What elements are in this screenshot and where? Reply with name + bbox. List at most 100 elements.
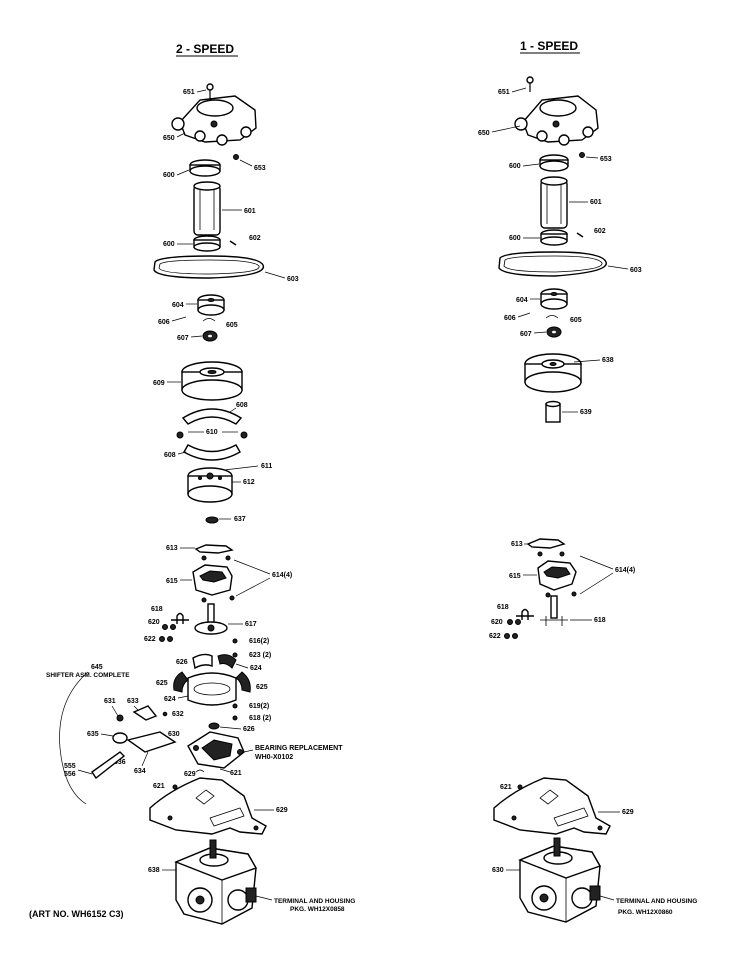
part-610-pin-left [176,431,184,439]
label-629-clip: 629 [184,771,196,778]
part-651-screw-r [526,76,534,92]
label-611: 611 [261,463,272,470]
label-624-top: 624 [250,665,262,672]
label-600-bottom-r: 600 [509,235,521,242]
part-650-pump [171,95,257,146]
part-603-belt-r [498,251,607,277]
header-two-speed: 2 - SPEED [176,42,234,56]
label-623: 623 (2) [249,652,271,659]
label-613: 613 [166,545,178,552]
label-650: 650 [163,135,175,142]
label-651: 651 [183,89,195,96]
label-626-2: 626 [243,726,255,733]
label-609: 609 [153,380,165,387]
label-555: 555 [64,763,76,770]
label-601: 601 [244,208,256,215]
part-639-sleeve-r [545,400,561,423]
part-634-bracket [126,731,177,753]
label-625-right: 625 [256,684,268,691]
label-653-r: 653 [600,156,612,163]
part-604-pulley [197,294,225,316]
part-633 [132,705,158,721]
part-615-housing-r [537,560,577,591]
note-terminal-left-pkg: PKG. WH12X0858 [290,906,345,913]
two-speed-assembly: 651 650 653 600 [46,83,355,925]
label-633: 633 [127,698,139,705]
label-607-r: 607 [520,331,532,338]
label-624-bottom: 624 [164,696,176,703]
label-608-top: 608 [236,402,248,409]
part-603-belt [153,255,265,279]
label-638-r: 638 [602,357,614,364]
label-618-r: 618 [594,617,606,624]
label-610: 610 [206,429,218,436]
label-604-r: 604 [516,297,528,304]
part-601-hose [193,181,221,236]
part-607-nut-r [546,326,562,338]
part-635 [112,732,128,744]
part-625-left [173,671,189,693]
label-636: 636 [114,759,126,766]
label-602: 602 [249,235,261,242]
label-634: 634 [134,768,146,775]
label-606-r: 606 [504,315,516,322]
part-604-pulley-r [540,288,568,310]
label-603-r: 603 [630,267,642,274]
note-bearing-replacement: BEARING REPLACEMENT [255,745,343,752]
part-613-r [526,538,566,549]
label-612: 612 [243,479,255,486]
label-645: 645 [91,664,103,671]
label-651-r: 651 [498,89,510,96]
label-653: 653 [254,165,266,172]
part-651-screw [206,83,214,99]
part-609-drum [181,361,243,401]
label-626: 626 [176,659,188,666]
part-transmission-base [187,731,245,769]
part-605-clip [202,318,216,322]
part-638-drum-r [524,353,582,393]
label-614-r: 614(4) [615,567,635,574]
label-630-shifter: 630 [168,731,180,738]
part-624-top [217,654,237,669]
part-600-clamp-top-r [539,154,569,172]
label-620: 620 [148,619,160,626]
part-617-shaft [194,603,228,635]
part-626 [192,653,213,670]
part-613 [194,544,234,554]
part-625-right [235,671,251,693]
part-601-hose-r [540,176,568,229]
part-653 [233,154,239,160]
label-630-r: 630 [492,867,504,874]
part-600-clamp-bottom [193,235,221,252]
label-605-r: 605 [570,317,582,324]
part-608-shoe-top [181,408,243,425]
label-606: 606 [158,319,170,326]
label-618b-r: 618 [497,604,509,611]
label-635: 635 [87,731,99,738]
note-shifter-asm: SHIFTER ASM. COMPLETE [46,672,130,679]
header-one-speed: 1 - SPEED [520,39,578,53]
label-618-2: 618 (2) [249,715,271,722]
label-608-bottom: 608 [164,452,176,459]
label-600-top-r: 600 [509,163,521,170]
label-638: 638 [148,867,160,874]
label-600-top: 600 [163,172,175,179]
part-618 [171,612,189,624]
label-629: 629 [276,807,288,814]
part-610-pin-right [240,431,248,439]
label-622-r: 622 [489,633,501,640]
label-607: 607 [177,335,189,342]
part-600-clamp-bottom-r [540,229,568,246]
label-601-r: 601 [590,199,602,206]
note-bearing-part: WH0-X0102 [255,754,293,761]
label-603: 603 [287,276,299,283]
part-gear-case [187,672,237,706]
label-600-bottom: 600 [163,241,175,248]
part-600-clamp-top [189,159,221,177]
note-terminal-left: TERMINAL AND HOUSING [274,898,355,905]
part-602 [229,240,237,246]
one-speed-assembly: 651 650 653 600 601 [478,76,697,923]
label-614: 614(4) [272,572,292,579]
label-622: 622 [144,636,156,643]
